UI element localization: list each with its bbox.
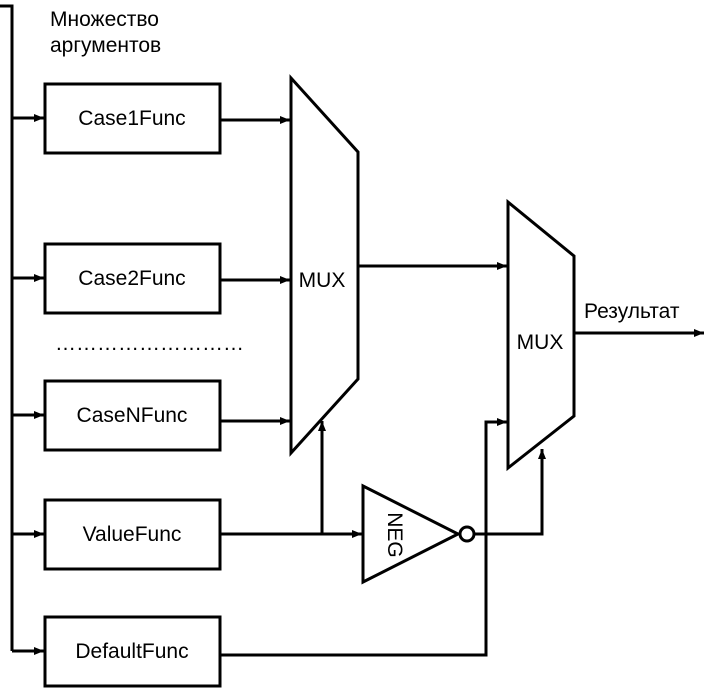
neg-to-mux2-select-arrow: [474, 449, 546, 536]
argument-set-label-line1: Множество: [50, 8, 159, 31]
neg-gate: NEG: [361, 483, 476, 585]
caseN-func-block: CaseNFunc: [43, 379, 222, 452]
case2-func-block: Case2Func: [43, 242, 222, 315]
mux1-label: MUX: [299, 269, 346, 292]
neg-label: NEG: [383, 512, 406, 558]
case1-func-label: Case1Func: [78, 107, 185, 130]
value-func-label: ValueFunc: [83, 523, 182, 546]
argument-bus-wire: [0, 4, 14, 651]
value-func-block: ValueFunc: [43, 498, 222, 571]
mux1-block: MUX: [289, 74, 360, 457]
result-label: Результат: [584, 300, 680, 323]
mux2-label: MUX: [517, 331, 564, 354]
case1-func-block: Case1Func: [43, 82, 222, 155]
case2-func-label: Case2Func: [78, 267, 185, 290]
default-func-block: DefaultFunc: [43, 615, 222, 688]
caseN-func-label: CaseNFunc: [77, 404, 188, 427]
mux2-block: MUX: [506, 198, 576, 472]
default-to-mux2-arrow: [220, 418, 507, 657]
ellipsis-dots: ………………………: [55, 332, 244, 355]
default-func-label: DefaultFunc: [75, 640, 188, 663]
argument-set-label-line2: аргументов: [50, 34, 161, 57]
inversion-bubble: [458, 525, 476, 543]
